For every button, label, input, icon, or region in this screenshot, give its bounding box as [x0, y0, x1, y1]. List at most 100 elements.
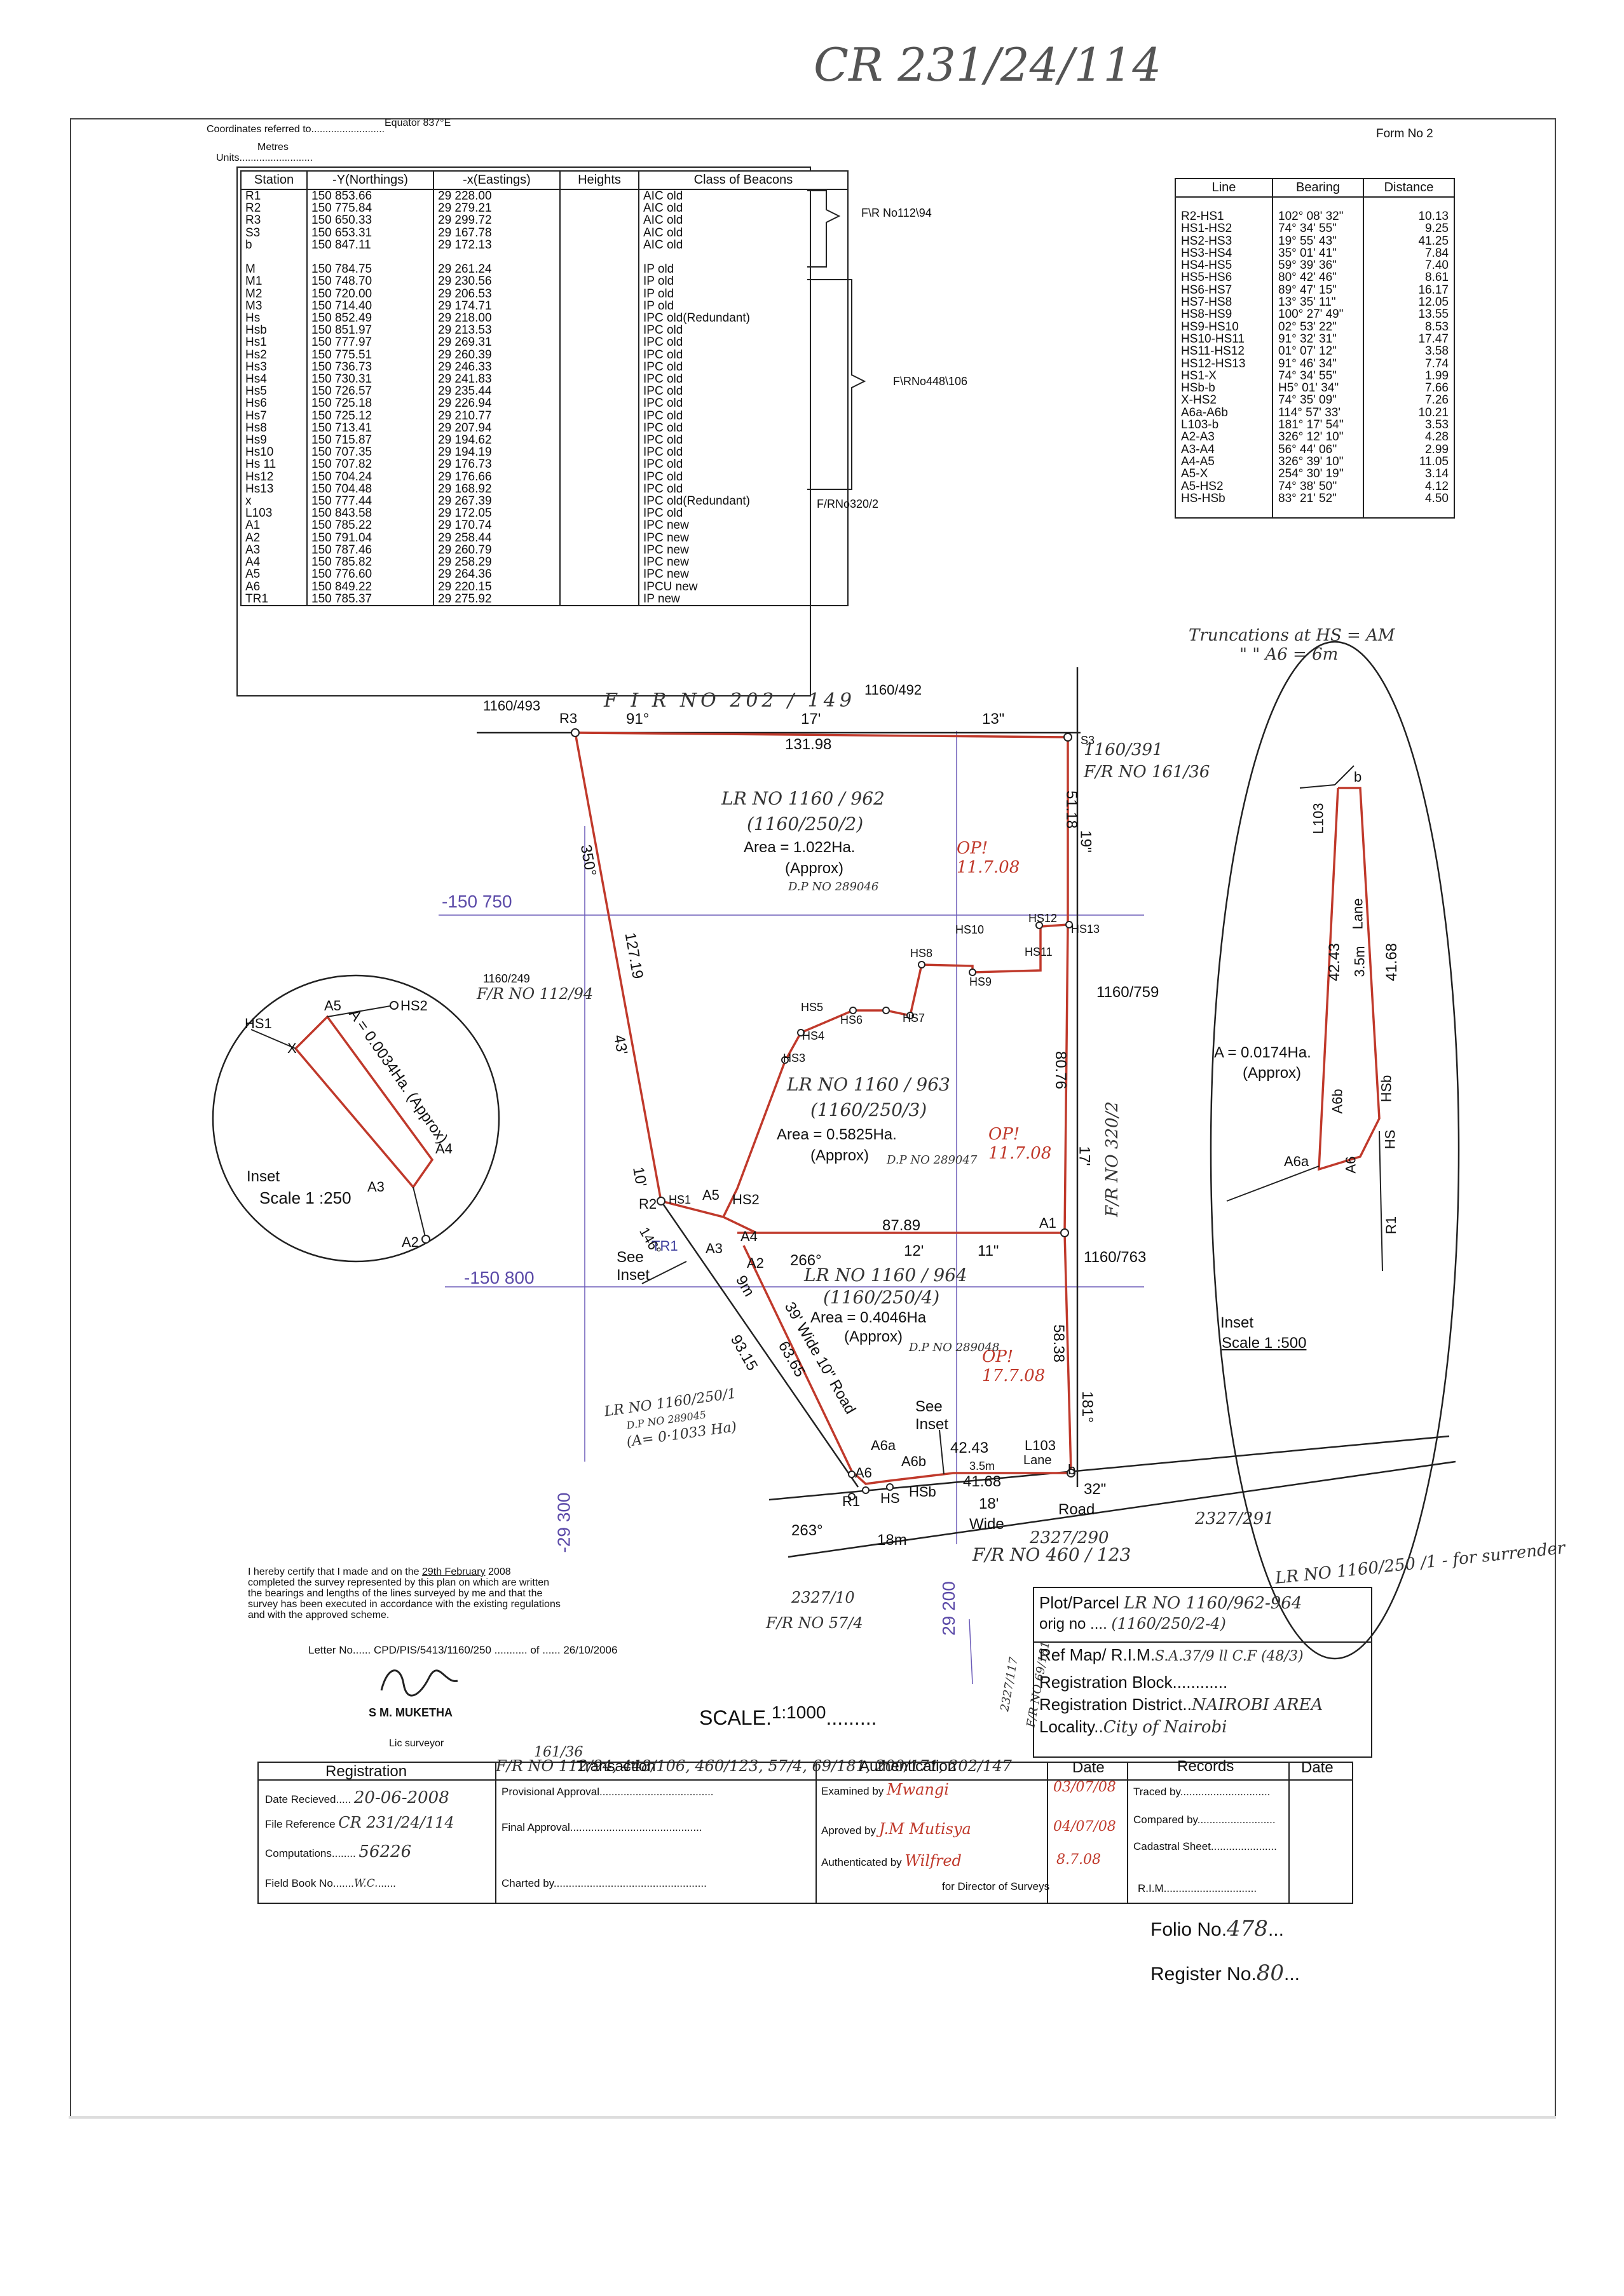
lane-label: Lane [1023, 1453, 1052, 1467]
coord-cell [559, 238, 639, 252]
point-a4: A4 [740, 1228, 758, 1244]
point-hs: HS [880, 1490, 900, 1506]
units-label: Units.......................... [216, 153, 313, 163]
coord-cell: IP old [638, 275, 849, 288]
coord-header-3: Heights [559, 170, 639, 190]
parcel-964-op: OP! 17.7.08 [982, 1347, 1046, 1385]
line-cell: A5-X [1175, 468, 1273, 480]
line-cell: 7.66 [1363, 382, 1455, 394]
line-header-0: Line [1175, 178, 1273, 198]
units-value: Metres [257, 142, 289, 153]
coord-cell: 29 267.39 [433, 495, 561, 508]
coord-cell: 29 210.77 [433, 409, 561, 422]
coord-cell: IP old [638, 287, 849, 300]
dim-17min-b: 17' [1075, 1146, 1093, 1166]
coord-cell: IPC old [638, 385, 849, 398]
coord-cell: 29 174.71 [433, 300, 561, 313]
parcel-962-area: Area = 1.022Ha. [744, 839, 856, 856]
coord-cell [559, 519, 639, 532]
ref-fr-112-94: F\R No112\94 [861, 207, 932, 219]
point-hs13: HS13 [1071, 923, 1100, 935]
coord-cell: 29 176.73 [433, 458, 561, 471]
coord-cell: Hs6 [240, 397, 308, 410]
neighbour-fr-320-2: F/R NO 320/2 [1103, 1101, 1122, 1217]
neighbour-1160-391: 1160/391 [1084, 740, 1163, 759]
dim-51-18: 51.18 [1063, 790, 1081, 829]
neighbour-1160-759: 1160/759 [1096, 984, 1159, 1001]
coord-cell: 150 653.31 [306, 226, 434, 239]
coord-cell: IPC old [638, 348, 849, 361]
point-hs11: HS11 [1025, 946, 1053, 958]
inset1-a2: A2 [402, 1234, 419, 1250]
coord-cell: 29 275.92 [433, 593, 561, 606]
line-cell: 10.13 [1363, 197, 1455, 223]
coord-cell: M2 [240, 287, 308, 300]
neighbour-1160-763: 1160/763 [1084, 1249, 1147, 1266]
inset2-lane: Lane [1349, 898, 1366, 930]
ref-fr-448-106: F\RNo448\106 [893, 375, 968, 388]
coord-cell [559, 202, 639, 215]
coord-cell: R2 [240, 202, 308, 215]
neighbour-fr-112-94: F/R NO 112/94 [477, 985, 594, 1003]
line-cell: A3-A4 [1175, 443, 1273, 456]
coord-cell [559, 592, 639, 606]
coord-cell: 150 704.24 [306, 470, 434, 483]
coord-cell: 150 852.49 [306, 312, 434, 325]
line-cell: HS5-HS6 [1175, 271, 1273, 284]
point-hs9: HS9 [969, 975, 992, 988]
header-date: Date [1072, 1759, 1105, 1776]
coord-cell [559, 495, 639, 508]
register-number: Register No.80... [1150, 1960, 1300, 1986]
point-a6a: A6a [871, 1437, 896, 1453]
coord-cell: 150 847.11 [306, 239, 434, 252]
point-hs4: HS4 [802, 1029, 825, 1042]
coord-header-0: Station [240, 170, 308, 190]
coord-cell: 150 715.87 [306, 434, 434, 447]
dim-43min: 43' [610, 1033, 631, 1056]
line-cell: 2.99 [1363, 443, 1455, 456]
coord-cell: IP old [638, 300, 849, 313]
point-hs2: HS2 [732, 1192, 760, 1207]
coord-cell [559, 251, 639, 264]
fr-numbers-superscript: 161/36 [534, 1744, 583, 1760]
inset1-a4: A4 [435, 1141, 453, 1157]
coord-cell: 150 849.22 [306, 580, 434, 593]
wide-label: Wide [969, 1516, 1004, 1533]
line-cell: 35° 01' 41" [1272, 247, 1364, 259]
inset2-dim-41-68: 41.68 [1383, 942, 1401, 982]
line-cell: 181° 17' 54'' [1272, 419, 1364, 431]
coord-cell: Hs12 [240, 470, 308, 483]
dim-11sec: 11" [978, 1242, 999, 1260]
coord-cell: 29 269.31 [433, 336, 561, 349]
coord-cell: Hs [240, 312, 308, 325]
line-cell: 91° 46' 34" [1272, 357, 1364, 370]
coord-cell: 150 726.57 [306, 385, 434, 398]
coord-cell: 29 279.21 [433, 202, 561, 215]
parcel-964-approx: (Approx) [844, 1328, 903, 1345]
coord-cell: 150 791.04 [306, 531, 434, 544]
coord-cell: 150 714.40 [306, 300, 434, 313]
coord-cell: A6 [240, 580, 308, 593]
coord-cell: 29 235.44 [433, 385, 561, 398]
grid-northing-750: -150 750 [442, 892, 512, 911]
coord-cell: 150 785.22 [306, 519, 434, 532]
coord-cell: IPC old [638, 336, 849, 349]
coord-cell: 150 707.82 [306, 458, 434, 471]
inset2-hsb: HSb [1378, 1075, 1395, 1103]
coord-cell: 29 246.33 [433, 361, 561, 374]
coord-cell: IPC old [638, 397, 849, 410]
line-header-2: Distance [1363, 178, 1455, 198]
point-r2: R2 [639, 1196, 657, 1212]
line-cell: HS12-HS13 [1175, 357, 1273, 370]
